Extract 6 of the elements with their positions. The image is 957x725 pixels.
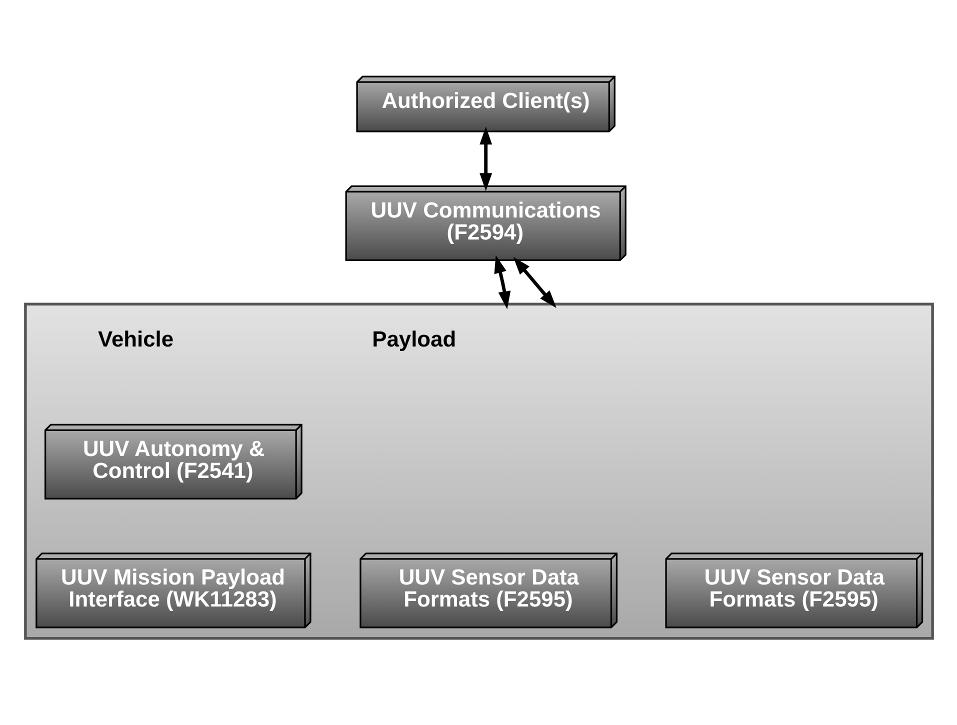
cluster [24, 302, 934, 640]
label: Payload [372, 326, 456, 351]
arrow [479, 126, 492, 190]
arrow [512, 256, 556, 308]
label: Vehicle [98, 326, 174, 351]
arrow [494, 254, 510, 309]
